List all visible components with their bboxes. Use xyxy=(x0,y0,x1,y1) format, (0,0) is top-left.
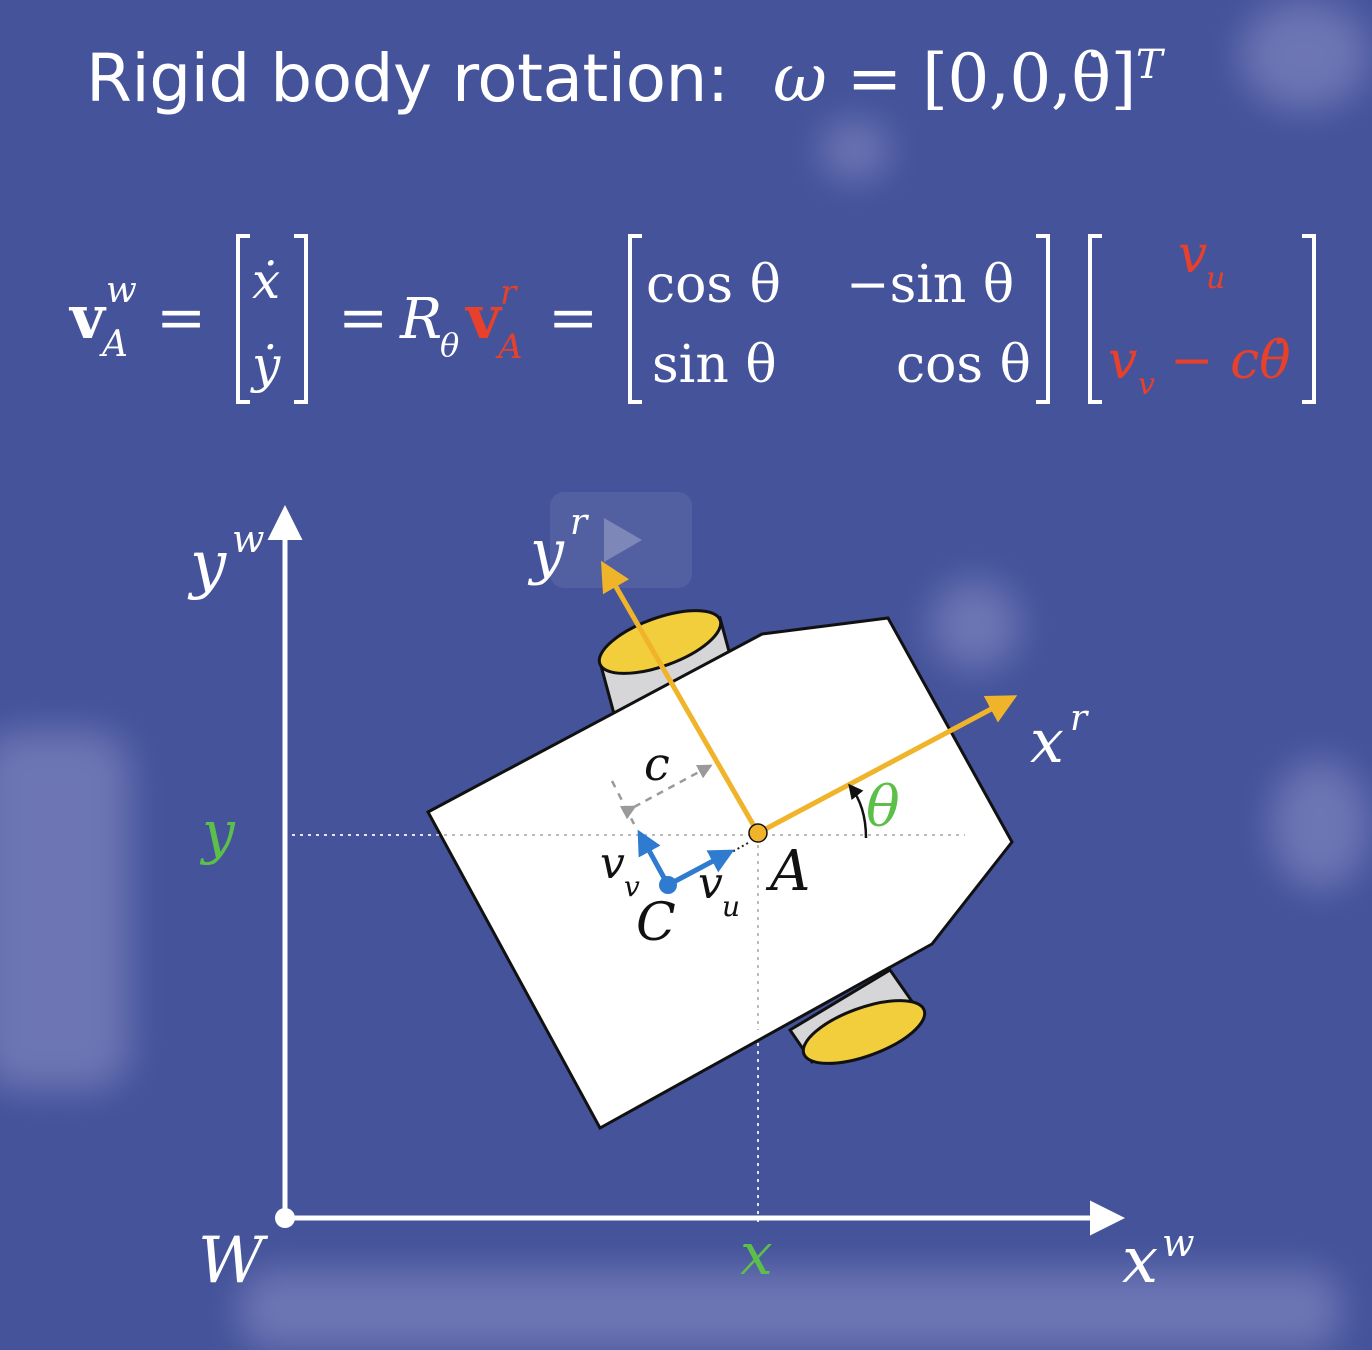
velocity-u-arrow xyxy=(666,849,735,888)
label-world-y: y xyxy=(187,528,227,602)
vr-sup: r xyxy=(500,273,518,313)
rhs-bracket-left xyxy=(1088,234,1102,404)
label-robot-x-sup: r xyxy=(1070,698,1089,739)
label-world-x-sup: w xyxy=(1162,1221,1195,1265)
vec-bottom: ẏ xyxy=(250,336,281,394)
rhs-bracket-right xyxy=(1302,234,1316,404)
world-origin-dot xyxy=(275,1208,295,1228)
robot-x-axis xyxy=(756,695,1018,836)
matrix-m11: cos θ xyxy=(646,255,781,315)
background-blob xyxy=(820,120,890,180)
vr-sub: A xyxy=(495,327,523,367)
background-blob xyxy=(930,580,1020,670)
title-omega: ω xyxy=(773,40,827,117)
vec-top: ẋ xyxy=(252,252,280,310)
label-coord-x: x xyxy=(740,1220,773,1288)
rhs-top-v: v xyxy=(1178,225,1207,285)
title-vector: [0,0,θ̇] xyxy=(922,40,1136,117)
label-vel-u: v xyxy=(698,858,723,909)
matrix-m21: sin θ xyxy=(652,335,777,395)
matrix-m12: −sin θ xyxy=(846,255,1014,315)
velocity-v-arrow xyxy=(637,829,671,887)
offset-connector xyxy=(731,842,749,853)
point-A-dot xyxy=(748,823,768,843)
equation: v w A = ẋ ẏ = R θ v r A = cos θ −sin θ s… xyxy=(68,225,1316,404)
label-point-C: C xyxy=(636,893,676,953)
eq-equals-1: = xyxy=(156,283,206,353)
rhs-bottom-rest: − cθ̇ xyxy=(1170,331,1291,391)
label-vel-u-sub: u xyxy=(722,890,740,923)
page-title: Rigid body rotation: ω = [0,0,θ̇]T xyxy=(86,40,1163,117)
label-origin-W: W xyxy=(198,1224,269,1298)
title-superscript: T xyxy=(1135,42,1163,88)
label-point-A: A xyxy=(765,839,810,904)
background-blob xyxy=(0,730,130,1090)
eq-lhs-sub: A xyxy=(99,324,128,365)
label-vel-v: v xyxy=(600,838,625,889)
eq-lhs-v: v xyxy=(68,283,107,353)
background-blob xyxy=(1240,0,1370,110)
rhs-top-sub: u xyxy=(1206,261,1225,296)
label-world-x: x xyxy=(1122,1224,1158,1298)
robot xyxy=(425,609,1014,1131)
title-text: Rigid body rotation: xyxy=(86,40,729,117)
bracket-right xyxy=(294,234,308,404)
robot-y-axis xyxy=(601,560,761,835)
offset-c-arrow xyxy=(619,764,713,820)
play-icon xyxy=(604,518,642,562)
matrix-bracket-right xyxy=(1036,234,1050,404)
eq-equals-3: = xyxy=(548,283,598,353)
vr-v: v xyxy=(464,283,503,353)
rot-sub: θ xyxy=(440,326,459,364)
eq-equals-2: = xyxy=(338,283,388,353)
eq-lhs-sup: w xyxy=(106,270,137,311)
label-coord-y: y xyxy=(199,798,236,866)
rhs-bottom-sub: v xyxy=(1138,367,1155,402)
label-robot-x: x xyxy=(1030,707,1064,777)
wheel-bottom xyxy=(787,967,927,1065)
point-C-dot xyxy=(659,876,677,894)
label-world-y-sup: w xyxy=(232,517,265,561)
background-blob xyxy=(1270,760,1370,890)
title-equals: = xyxy=(846,40,902,117)
matrix-bracket-left xyxy=(628,234,642,404)
label-vel-v-sub: v xyxy=(624,870,640,903)
label-robot-y-sup: r xyxy=(570,502,589,543)
rot-R: R xyxy=(399,287,442,352)
rhs-bottom-v: v xyxy=(1108,331,1137,391)
theta-arc xyxy=(848,783,868,839)
label-robot-y: y xyxy=(527,517,565,587)
bracket-left xyxy=(236,234,250,404)
matrix-m22: cos θ xyxy=(896,335,1031,395)
robot-body xyxy=(425,616,1014,1131)
label-offset-c: c xyxy=(644,737,670,791)
label-theta: θ xyxy=(866,775,900,840)
